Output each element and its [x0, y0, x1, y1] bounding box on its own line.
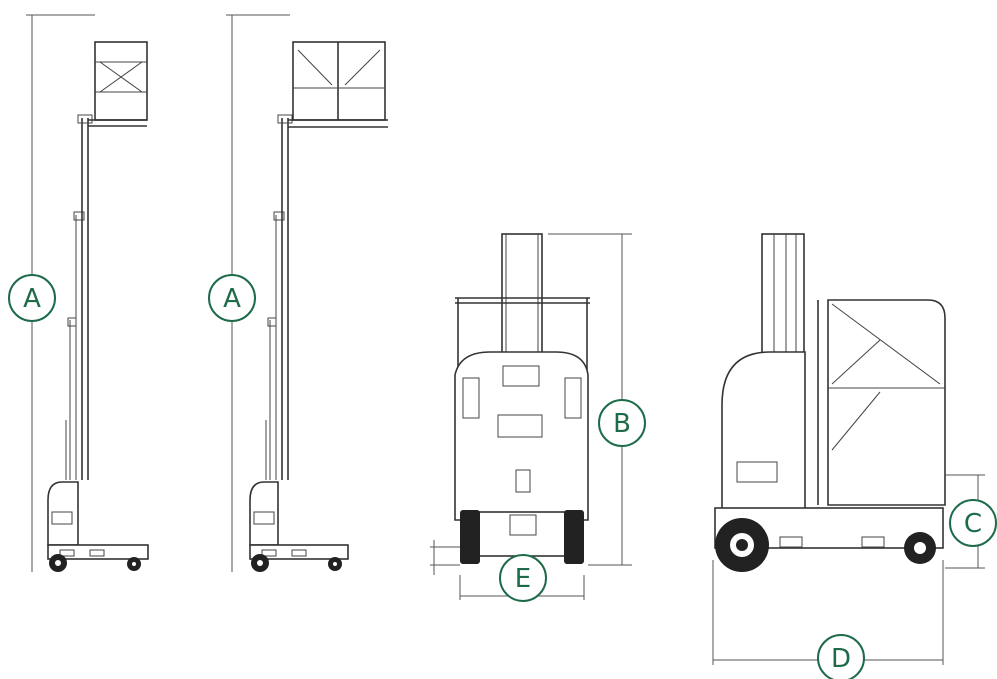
- dimension-label-b: B: [598, 399, 646, 447]
- front-view-stowed: [430, 233, 632, 600]
- side-view-extended-2: [226, 14, 388, 572]
- side-view-stowed: [712, 233, 985, 665]
- label-a-2-text: A: [223, 284, 241, 314]
- dimension-label-e: E: [499, 554, 547, 602]
- label-e-text: E: [515, 564, 531, 594]
- dimension-label-a-2: A: [208, 274, 256, 322]
- dimension-label-c: C: [949, 499, 997, 547]
- label-d-text: D: [831, 644, 851, 674]
- label-b-text: B: [613, 409, 631, 439]
- label-c-text: C: [964, 509, 982, 539]
- dimension-label-a-1: A: [8, 274, 56, 322]
- side-view-extended-1: [26, 14, 149, 572]
- label-a-1-text: A: [23, 284, 41, 314]
- dimension-label-d: D: [817, 634, 865, 679]
